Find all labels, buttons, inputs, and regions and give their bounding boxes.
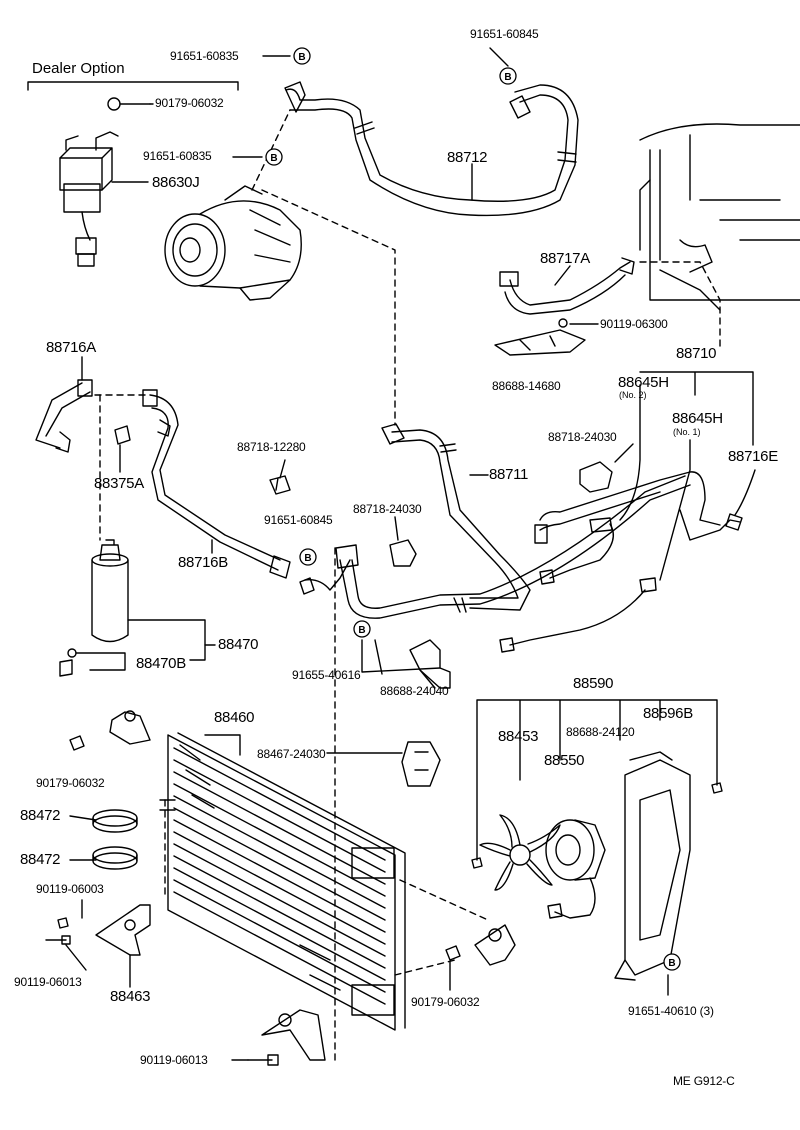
bolt-90119-06013-b: [247, 1054, 279, 1066]
dealer-option-label: Dealer Option: [32, 60, 125, 77]
hose-88712: [284, 81, 579, 217]
bracket-upper-left: [109, 710, 151, 745]
part-label-88463: 88463: [110, 988, 151, 1005]
part-label-91651-60845-mid: 91651-60845: [264, 513, 333, 527]
part-label-88716E: 88716E: [728, 448, 778, 465]
pipe-88716B: [142, 389, 291, 579]
fan-88453: [479, 814, 561, 891]
pipe-88716A: [35, 379, 93, 453]
part-label-88467-24030: 88467-24030: [257, 747, 326, 761]
part-label-88716B: 88716B: [178, 554, 228, 571]
ref-marker-b-2-text: B: [504, 72, 511, 83]
condenser-88460: [159, 732, 406, 1031]
part-label-88718-24030-a: 88718-24030: [548, 430, 617, 444]
part-label-91651-60835-top: 91651-60835: [170, 49, 239, 63]
bolt-90119-06013-a: [45, 935, 71, 945]
bracket-88463: [95, 904, 151, 956]
part-label-88688-14680: 88688-14680: [492, 379, 561, 393]
part-label-90119-06003: 90119-06003: [36, 882, 104, 896]
nut-90179: [107, 97, 121, 111]
part-label-88716A: 88716A: [46, 339, 96, 356]
hose-clamp-88472-a: [92, 809, 138, 833]
bracket-88688-14680: [494, 329, 586, 356]
part-label-88470: 88470: [218, 636, 259, 653]
ref-marker-b-6-text: B: [668, 958, 675, 969]
part-label-91651-60835-mid: 91651-60835: [143, 149, 212, 163]
part-label-88550: 88550: [544, 752, 585, 769]
nut-90179-b: [69, 735, 85, 751]
part-label-88472-b: 88472: [20, 851, 61, 868]
ref-marker-b-3-text: B: [270, 153, 277, 164]
hose-88711: [381, 423, 531, 613]
part-label-90119-06013-a: 90119-06013: [14, 975, 82, 989]
cushion-88467: [401, 741, 441, 787]
pipe-88716E: [299, 471, 743, 619]
engine-block: [639, 123, 800, 311]
part-label-91651-60845-top: 91651-60845: [470, 27, 539, 41]
part-note-88645H-no1: (No. 1): [673, 427, 701, 437]
relay-88630J: [59, 131, 119, 267]
part-label-88711: 88711: [489, 466, 529, 483]
part-label-88590: 88590: [573, 675, 614, 692]
gasket-88375A: [114, 425, 131, 445]
pipe-88717A: [499, 257, 635, 315]
part-label-88645H-no1: 88645H: [672, 410, 723, 427]
part-label-90119-06013-b: 90119-06013: [140, 1053, 208, 1067]
part-label-91655-40616: 91655-40616: [292, 668, 361, 682]
bolt-90119-06003: [57, 917, 69, 929]
part-label-88453: 88453: [498, 728, 539, 745]
clamp-88718-12280: [269, 475, 291, 495]
clamp-88718-24030-b: [389, 539, 417, 567]
diagram-code: ME G912-C: [673, 1074, 735, 1088]
part-label-88717A: 88717A: [540, 250, 590, 267]
part-label-90179-06032-a: 90179-06032: [155, 96, 224, 110]
fan-shroud-88596B: [614, 751, 691, 981]
part-label-88470B: 88470B: [136, 655, 186, 672]
dealer-option-bracket: [27, 81, 239, 91]
ref-marker-b-1-text: B: [298, 52, 305, 63]
part-label-88688-24120: 88688-24120: [566, 725, 635, 739]
ref-marker-b-2: [499, 67, 517, 85]
receiver-drier-88470: [91, 539, 129, 643]
pressure-switch-88645H-no2: [539, 517, 614, 585]
part-label-88688-24040: 88688-24040: [380, 684, 449, 698]
part-label-88710: 88710: [676, 345, 717, 362]
part-label-90119-06300: 90119-06300: [600, 317, 668, 331]
part-label-90179-06032-b: 90179-06032: [36, 776, 105, 790]
ref-marker-b-4-text: B: [304, 553, 311, 564]
part-label-88375A: 88375A: [94, 475, 144, 492]
ref-marker-b-6: [663, 953, 681, 971]
ref-marker-b-1: [293, 47, 311, 65]
part-label-88630J: 88630J: [152, 174, 200, 191]
part-label-88712: 88712: [447, 149, 488, 166]
ref-marker-b-4: [299, 548, 317, 566]
clamp-88718-24030-a: [579, 461, 613, 493]
ref-marker-b-3: [265, 148, 283, 166]
part-note-88645H-no2: (No. 2): [619, 390, 647, 400]
ref-marker-b-5-text: B: [358, 625, 365, 636]
bracket-lower: [261, 1009, 326, 1061]
part-label-88718-24030-b: 88718-24030: [353, 502, 422, 516]
nut-90179-c: [445, 945, 461, 961]
ref-marker-b-5: [353, 620, 371, 638]
part-label-88645H-no2: 88645H: [618, 374, 669, 391]
part-label-88472-a: 88472: [20, 807, 61, 824]
part-label-88460: 88460: [214, 709, 255, 726]
part-label-90179-06032-c: 90179-06032: [411, 995, 480, 1009]
part-label-88718-12280: 88718-12280: [237, 440, 306, 454]
fan-motor-88550: [545, 819, 606, 919]
compressor: [164, 185, 302, 301]
hose-clamp-88472-b: [92, 846, 138, 870]
pressure-switch-88645H-no1: [499, 577, 657, 653]
bracket-right: [474, 924, 516, 966]
part-label-88596B: 88596B: [643, 705, 693, 722]
part-label-91651-40610: 91651-40610 (3): [628, 1004, 714, 1018]
bracket-88688-24040: [409, 639, 451, 689]
